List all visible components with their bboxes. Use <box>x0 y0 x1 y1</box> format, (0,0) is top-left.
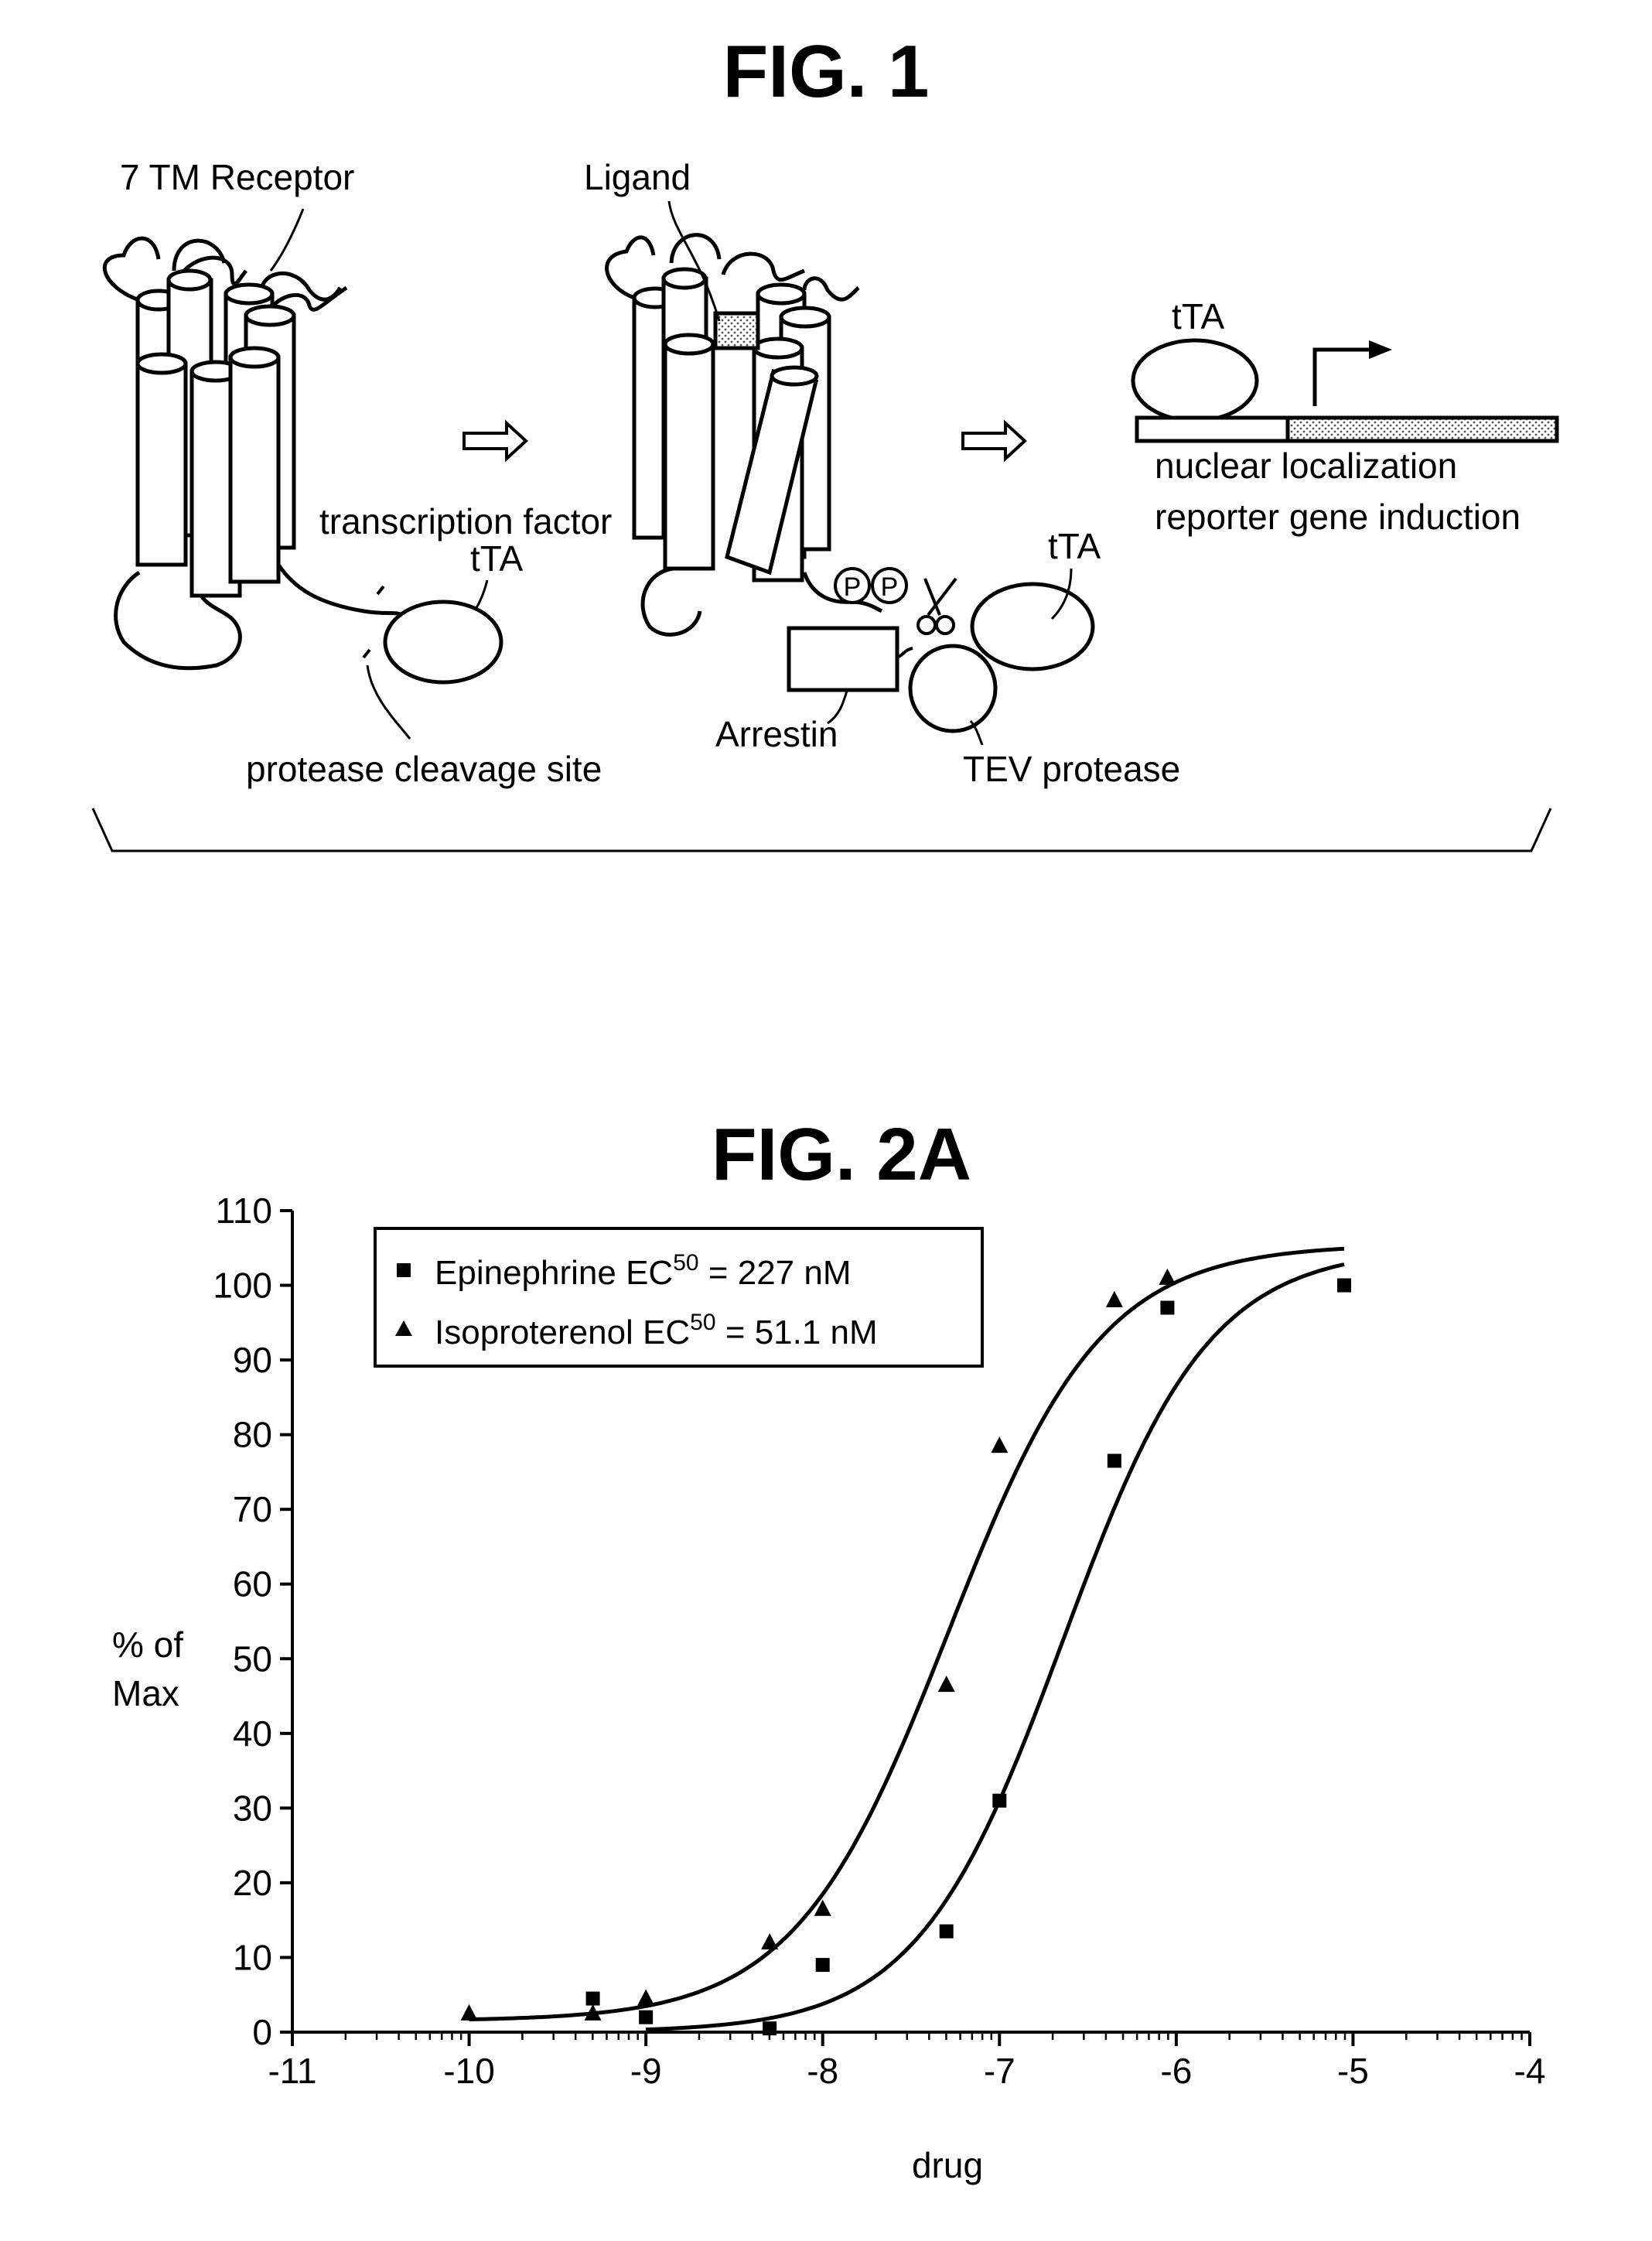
y-tick-label: 20 <box>233 1863 272 1903</box>
leader-receptor <box>271 209 303 271</box>
y-tick-label: 60 <box>233 1564 272 1604</box>
data-points <box>461 1269 1351 2035</box>
chart-legend: Epinephrine EC50 = 227 nM Isoproterenol … <box>375 1228 982 1366</box>
x-tick-label: -10 <box>443 2051 494 2091</box>
label-tev-protease: TEV protease <box>963 749 1180 789</box>
legend-marker-square <box>397 1263 411 1277</box>
label-ligand: Ligand <box>584 157 691 197</box>
y-tick-label: 10 <box>233 1937 272 1977</box>
scissors-icon <box>918 579 956 634</box>
legend-entry-isoproterenol: Isoproterenol EC50 = 51.1 nM <box>435 1310 878 1351</box>
x-axis-label: drug <box>912 2145 983 2185</box>
label-arrestin: Arrestin <box>715 714 838 754</box>
data-point-epinephrine <box>1160 1301 1174 1315</box>
phosphate-label: P <box>844 572 862 602</box>
promoter-arrow <box>1315 340 1392 406</box>
y-axis-label-line2: Max <box>112 1673 179 1713</box>
y-tick-label: 110 <box>216 1191 272 1231</box>
x-tick-label: -11 <box>268 2051 316 2091</box>
legend-name: Isoproterenol EC <box>435 1314 690 1351</box>
x-tick-label: -8 <box>807 2051 838 2091</box>
label-tta-left: tTA <box>470 538 523 579</box>
y-tick-label: 30 <box>233 1788 272 1828</box>
data-point-epinephrine <box>1108 1454 1121 1467</box>
legend-value: = 227 nM <box>699 1254 852 1292</box>
y-tick-label: 0 <box>252 2012 272 2052</box>
x-tick-label: -7 <box>984 2051 1015 2091</box>
y-tick-label: 50 <box>233 1638 272 1679</box>
reporter-gene-bar <box>1137 418 1557 441</box>
phosphate-label: P <box>881 572 899 602</box>
x-tick-label: -9 <box>630 2051 662 2091</box>
x-tick-label: -5 <box>1337 2051 1369 2091</box>
data-point-epinephrine <box>586 1992 600 2006</box>
fig2a-title: FIG. 2A <box>712 1113 971 1196</box>
arrestin-box <box>789 628 897 690</box>
y-axis-label-line1: % of <box>112 1624 183 1665</box>
y-tick-label: 90 <box>233 1340 272 1380</box>
label-tta-right: tTA <box>1172 296 1224 336</box>
label-reporter-gene-induction: reporter gene induction <box>1155 497 1521 537</box>
data-point-epinephrine <box>1337 1279 1351 1293</box>
legend-sup: 50 <box>690 1310 715 1335</box>
legend-sup: 50 <box>673 1250 698 1276</box>
data-point-epinephrine <box>940 1925 954 1939</box>
fig1-title: FIG. 1 <box>723 30 930 113</box>
cleavage-marks <box>364 586 384 658</box>
y-tick-label: 40 <box>233 1713 272 1754</box>
data-point-isoproterenol <box>761 1933 778 1949</box>
data-point-epinephrine <box>639 2010 653 2024</box>
label-7tm-receptor: 7 TM Receptor <box>120 157 354 197</box>
data-point-epinephrine <box>816 1958 830 1972</box>
tta-left-ellipse <box>385 602 501 682</box>
data-point-epinephrine <box>763 2021 777 2035</box>
x-tick-label: -4 <box>1514 2051 1546 2091</box>
y-tick-label: 100 <box>213 1266 272 1306</box>
legend-name: Epinephrine EC <box>435 1254 673 1292</box>
leader-cleavage <box>367 665 410 739</box>
arrow-step-1 <box>464 423 526 459</box>
label-tta-middle: tTA <box>1048 526 1101 566</box>
arrestin-linker <box>897 648 913 658</box>
tta-middle-ellipse <box>972 584 1093 669</box>
x-tick-label: -6 <box>1160 2051 1192 2091</box>
label-transcription-factor: transcription factor <box>319 501 612 541</box>
data-point-isoproterenol <box>1106 1291 1123 1307</box>
label-protease-cleavage-site: protease cleavage site <box>246 749 602 789</box>
fig1-bracket <box>93 808 1551 851</box>
arrow-step-2 <box>963 423 1025 459</box>
receptor-left-diagram <box>104 238 402 668</box>
y-tick-label: 80 <box>233 1415 272 1455</box>
legend-entry-epinephrine: Epinephrine EC50 = 227 nM <box>435 1250 851 1292</box>
y-tick-label: 70 <box>233 1489 272 1529</box>
phosphate-groups: P P <box>835 569 906 603</box>
data-point-isoproterenol <box>1159 1269 1176 1285</box>
data-point-isoproterenol <box>461 2004 478 2021</box>
data-point-isoproterenol <box>991 1436 1008 1453</box>
data-point-epinephrine <box>992 1794 1006 1808</box>
label-nuclear-localization: nuclear localization <box>1155 446 1457 486</box>
fit-curve-epinephrine <box>646 1265 1344 2030</box>
tev-protease-circle <box>910 646 995 731</box>
data-point-isoproterenol <box>637 1990 654 2006</box>
legend-value: = 51.1 nM <box>716 1314 878 1351</box>
data-point-isoproterenol <box>938 1676 955 1692</box>
tta-right-ellipse <box>1133 340 1257 421</box>
